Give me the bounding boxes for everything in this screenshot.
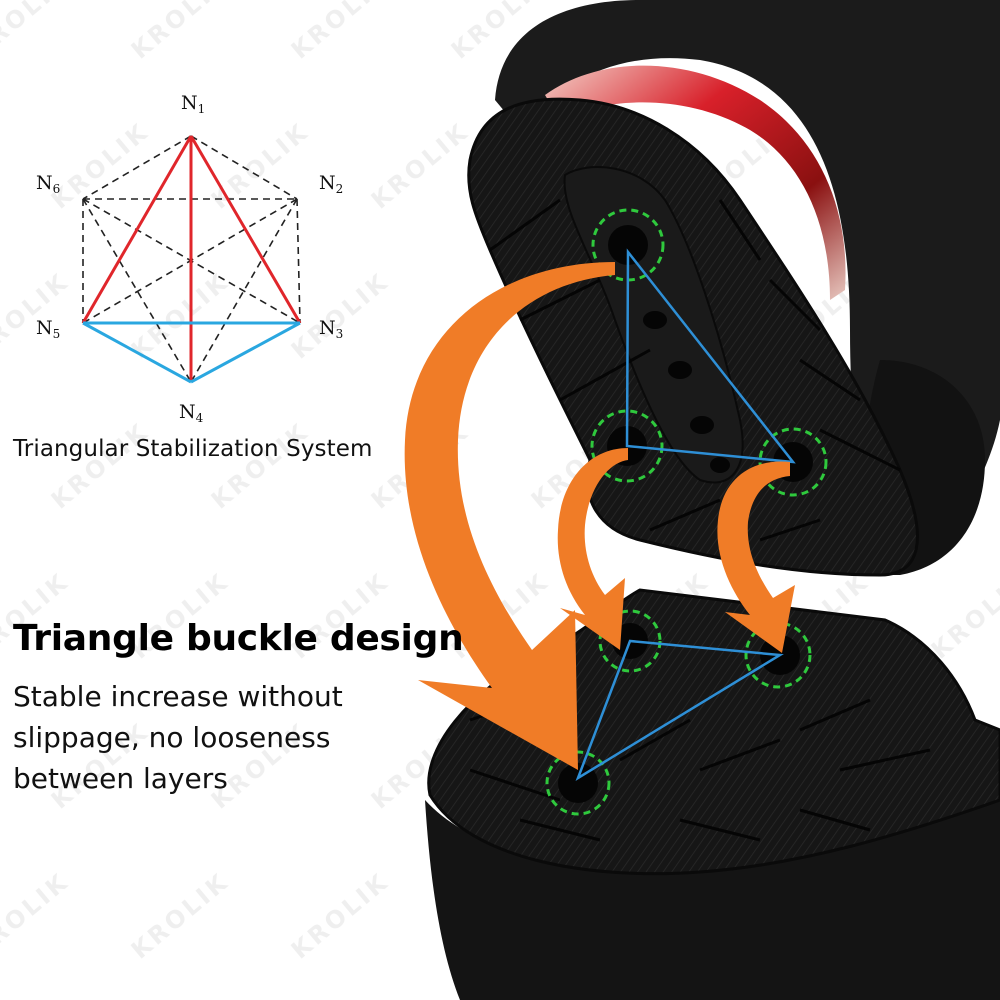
insert-grooves (489, 198, 901, 542)
description-line-3: between layers (13, 762, 228, 795)
node-label-n5: N5 (36, 317, 60, 341)
arrow-right (717, 461, 795, 653)
watermark-text: KROLIK (286, 267, 395, 364)
arrow-middle (557, 448, 628, 650)
diagram-blue-edges (82, 321, 301, 384)
description-line-1: Stable increase without (13, 680, 343, 713)
strap-holes (643, 311, 730, 473)
insert-ring-3 (758, 427, 828, 497)
arrows (404, 262, 795, 770)
arrow-large (404, 262, 615, 770)
watermark-text: KROLIK (46, 417, 155, 514)
diagram-red-edges (81, 135, 302, 382)
watermark-text: KROLIK (366, 117, 475, 214)
gel-pad (545, 65, 846, 300)
node-label-n6: N6 (36, 172, 60, 196)
description-line-2: slippage, no looseness (13, 721, 331, 754)
watermark-text: KROLIK (0, 267, 74, 364)
node-label-n2: N2 (319, 172, 343, 196)
diagram-caption: Triangular Stabilization System (13, 436, 373, 462)
lower-triangle (575, 639, 784, 781)
watermark-text: KROLIK (926, 567, 1000, 664)
insert-hole-1 (608, 225, 648, 265)
watermark-text: KROLIK (126, 0, 235, 65)
upper-insert (467, 0, 1000, 577)
watermark-text: KROLIK (0, 867, 74, 964)
lower-ring-1 (545, 750, 611, 816)
lower-ring-2 (598, 609, 662, 673)
watermark-text: KROLIK (206, 417, 315, 514)
insert-triangle (625, 248, 796, 464)
node-label-n1: N1 (181, 92, 205, 116)
node-label-n4: N4 (179, 401, 204, 425)
headline: Triangle buckle design (13, 618, 464, 659)
watermark-text: KROLIK (286, 0, 395, 65)
insert-ring-2 (590, 409, 664, 483)
watermark-text: KROLIK (286, 867, 395, 964)
watermark-text: KROLIK (126, 267, 235, 364)
watermark-text: KROLIK (206, 117, 315, 214)
description: Stable increase without slippage, no loo… (13, 676, 413, 799)
watermark-text: KROLIK (0, 0, 74, 65)
watermark-text: KROLIK (126, 867, 235, 964)
stabilization-diagram: N1 N2 N3 N4 N5 N6 (36, 92, 343, 425)
node-label-n3: N3 (319, 317, 343, 341)
lower-side (425, 800, 1000, 1000)
watermark-text: KROLIK (46, 117, 155, 214)
